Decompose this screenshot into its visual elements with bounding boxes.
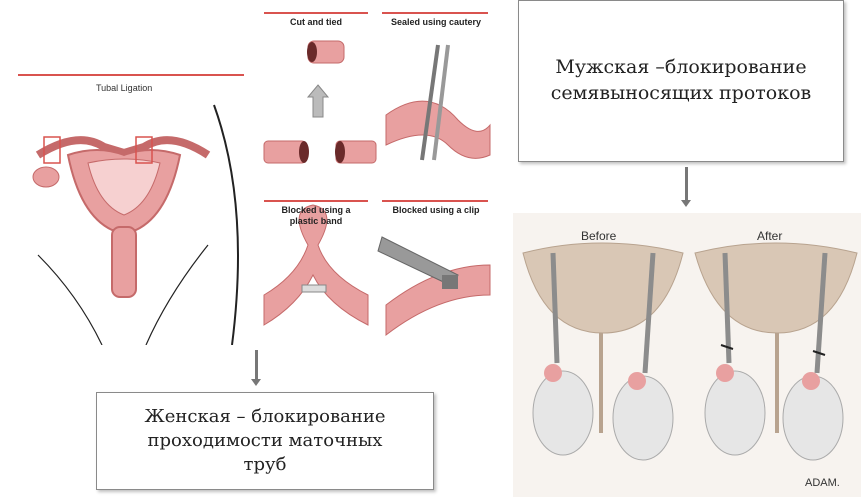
after-label: After: [757, 229, 782, 243]
female-caption-line3: труб: [145, 453, 386, 477]
plastic-band-title-line1: Blocked using a: [264, 205, 368, 215]
male-caption-line2: семявыносящих протоков: [551, 81, 812, 107]
after-illustration: [695, 243, 857, 460]
female-caption-box: Женская – блокирование проходимости мато…: [96, 392, 434, 490]
female-figure: Tubal Ligation Cut and tied Sealed using…: [18, 5, 492, 345]
plastic-band-title-line2: plastic band: [264, 216, 368, 226]
male-caption-box: Мужская –блокирование семявыносящих прот…: [518, 0, 844, 162]
female-caption-line1: Женская – блокирование: [145, 405, 386, 429]
female-anatomy-svg: [18, 5, 492, 345]
tubal-ligation-title: Tubal Ligation: [96, 83, 152, 93]
male-figure: Before After ADAM.: [513, 213, 861, 497]
clip-title: Blocked using a clip: [382, 205, 490, 215]
female-caption-line2: проходимости маточных: [145, 429, 386, 453]
cautery-title: Sealed using cautery: [382, 17, 490, 27]
cut-and-tied-illustration: [264, 41, 376, 163]
clip-illustration: [378, 237, 490, 335]
male-caption-line1: Мужская –блокирование: [551, 55, 812, 81]
cautery-illustration: [386, 45, 490, 160]
uterus-illustration: [33, 137, 208, 345]
before-label: Before: [581, 229, 616, 243]
adam-brand-logo: ADAM.: [805, 477, 840, 489]
before-illustration: [523, 243, 683, 460]
female-arrow: [255, 350, 258, 380]
male-arrow: [685, 167, 688, 201]
male-anatomy-svg: [513, 213, 861, 497]
cut-and-tied-title: Cut and tied: [264, 17, 368, 27]
